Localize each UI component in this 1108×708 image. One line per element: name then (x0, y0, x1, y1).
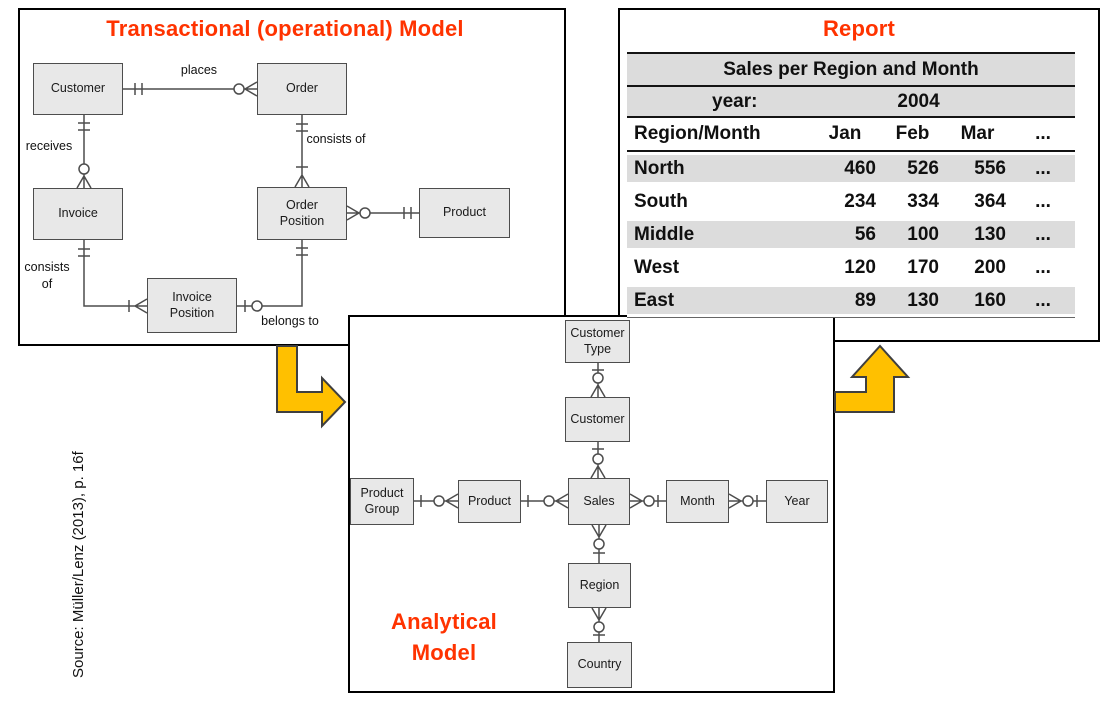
table-row: East 89 130 160 ... (627, 284, 1075, 317)
table-cell: East (634, 289, 675, 311)
table-cell: ... (1035, 157, 1051, 179)
relation-label-receives: receives (25, 139, 73, 153)
column-header: Mar (960, 123, 995, 144)
entity-order-position: Order Position (257, 187, 347, 240)
table-row: West 120 170 200 ... (627, 251, 1075, 284)
table-cell: 556 (974, 157, 1006, 179)
table-cell: ... (1035, 256, 1051, 278)
entity-customer: Customer (33, 63, 123, 115)
table-cell: 89 (854, 289, 876, 311)
relation-label-places: places (180, 63, 218, 77)
table-cell: 130 (974, 223, 1006, 245)
year-label: year: (712, 90, 758, 112)
table-cell: 234 (844, 190, 876, 212)
table-cell: Middle (634, 223, 695, 245)
transactional-model-title: Transactional (operational) Model (106, 16, 464, 41)
source-note: Source: Müller/Lenz (2013), p. 16f (70, 451, 87, 678)
column-header: Feb (895, 123, 930, 144)
transform-arrow-right-up-icon (834, 344, 911, 413)
table-cell: 130 (907, 289, 939, 311)
relation-label-belongs-to: belongs to (261, 314, 319, 328)
table-rule (627, 150, 1075, 152)
table-cell: West (634, 256, 680, 278)
report-title: Report (822, 16, 896, 41)
table-cell: 160 (974, 289, 1006, 311)
entity-order: Order (257, 63, 347, 115)
column-header: ... (1035, 123, 1051, 144)
table-rule (627, 317, 1075, 318)
table-cell: 526 (907, 157, 939, 179)
table-header: Sales per Region and Month (723, 58, 979, 80)
entity-invoice-position: Invoice Position (147, 278, 237, 333)
transform-arrow-down-right-icon (276, 345, 347, 429)
relation-label-consists-of: consists of (306, 132, 366, 146)
table-rule (627, 52, 1075, 54)
table-row: Middle 56 100 130 ... (627, 218, 1075, 251)
entity-customer-type: Customer Type (565, 320, 630, 363)
table-cell: 200 (974, 256, 1006, 278)
table-cell: ... (1035, 223, 1051, 245)
table-column-header-row: Region/Month Jan Feb Mar ... (627, 118, 1075, 150)
column-header: Jan (828, 123, 862, 144)
entity-product-group: Product Group (350, 478, 414, 525)
transactional-model-panel (18, 8, 566, 346)
table-year-row: year: 2004 (627, 87, 1075, 116)
entity-sales-fact: Sales (568, 478, 630, 525)
table-rule (627, 116, 1075, 118)
column-header: Region/Month (634, 123, 761, 144)
table-row: South 234 334 364 ... (627, 185, 1075, 218)
report-table: Sales per Region and Month year: 2004 Re… (627, 52, 1075, 318)
entity-customer-dim: Customer (565, 397, 630, 442)
table-cell: 460 (844, 157, 876, 179)
analytical-model-title: Analytical Model (391, 609, 497, 665)
table-cell: 56 (854, 223, 876, 245)
entity-country: Country (567, 642, 632, 688)
table-row: North 460 526 556 ... (627, 152, 1075, 185)
entity-month: Month (666, 480, 729, 523)
entity-year: Year (766, 480, 828, 523)
entity-product: Product (419, 188, 510, 238)
table-header-row: Sales per Region and Month (627, 54, 1075, 85)
table-cell: South (634, 190, 688, 212)
table-cell: 120 (844, 256, 876, 278)
table-cell: ... (1035, 190, 1051, 212)
year-value: 2004 (897, 90, 940, 112)
relation-label-consists-of: consists of (24, 260, 70, 291)
table-cell: 334 (907, 190, 939, 212)
table-cell: 364 (974, 190, 1006, 212)
entity-invoice: Invoice (33, 188, 123, 240)
entity-product-dim: Product (458, 480, 521, 523)
table-cell: ... (1035, 289, 1051, 311)
table-cell: 100 (907, 223, 939, 245)
table-cell: 170 (907, 256, 939, 278)
table-rule (627, 85, 1075, 87)
entity-region: Region (568, 563, 631, 608)
table-cell: North (634, 157, 685, 179)
